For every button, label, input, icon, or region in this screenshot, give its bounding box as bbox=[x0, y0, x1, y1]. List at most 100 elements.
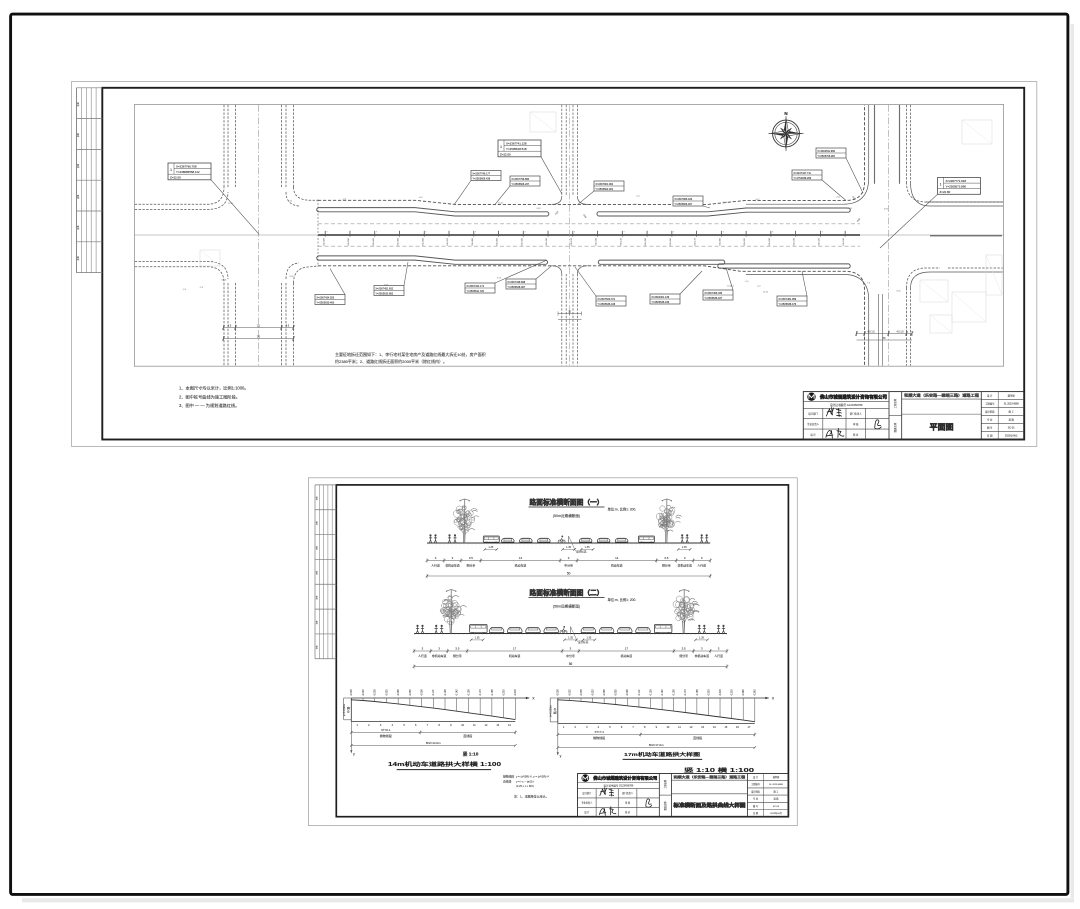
svg-text:12: 12 bbox=[690, 726, 693, 729]
svg-text:-0.218: -0.218 bbox=[515, 689, 517, 696]
svg-text:会签: 会签 bbox=[76, 256, 80, 260]
svg-text:3: 3 bbox=[684, 556, 686, 560]
svg-text:龚甲原: 龚甲原 bbox=[1008, 394, 1016, 398]
svg-text:X=2367901.962: X=2367901.962 bbox=[595, 183, 613, 186]
svg-text:-0.173: -0.173 bbox=[480, 689, 482, 696]
svg-text:5: 5 bbox=[403, 724, 405, 727]
svg-text:y: y bbox=[560, 754, 562, 758]
svg-text:x5.2: x5.2 bbox=[836, 197, 841, 199]
svg-text:K0+040: K0+040 bbox=[373, 237, 375, 245]
svg-text:-0.158: -0.158 bbox=[468, 689, 470, 696]
svg-text:Y=2505636.187: Y=2505636.187 bbox=[704, 297, 722, 300]
svg-text:佛山市城规建筑设计咨询有限公司: 佛山市城规建筑设计咨询有限公司 bbox=[592, 775, 657, 782]
svg-text:x5.2: x5.2 bbox=[755, 199, 760, 201]
svg-text:中 路: 中 路 bbox=[346, 707, 351, 714]
svg-text:Y=2505632.862: Y=2505632.862 bbox=[375, 293, 393, 296]
svg-text:机动车道: 机动车道 bbox=[515, 563, 527, 568]
svg-text:3: 3 bbox=[452, 556, 454, 560]
svg-text:Y=2505606.438: Y=2505606.438 bbox=[472, 178, 490, 181]
svg-text:侧分带: 侧分带 bbox=[662, 563, 671, 568]
svg-text:17m机动车道路拱大样图: 17m机动车道路拱大样图 bbox=[624, 751, 700, 758]
svg-text:X=2367466.335: X=2367466.335 bbox=[704, 292, 722, 295]
svg-text:K0+060: K0+060 bbox=[422, 237, 424, 245]
svg-text:3: 3 bbox=[718, 647, 720, 651]
svg-text:1: 1 bbox=[356, 724, 358, 727]
svg-text:50: 50 bbox=[567, 572, 571, 576]
svg-text:1.35: 1.35 bbox=[699, 637, 704, 640]
svg-text:X=2367741.128: X=2367741.128 bbox=[506, 142, 527, 146]
svg-text:中分带: 中分带 bbox=[566, 653, 575, 658]
svg-text:设 计: 设 计 bbox=[584, 810, 590, 814]
svg-text:R18: R18 bbox=[582, 214, 587, 219]
svg-text:和顺大道（乐安路—雅瑶三路）道路工程: 和顺大道（乐安路—雅瑶三路）道路工程 bbox=[674, 774, 745, 779]
svg-text:10: 10 bbox=[666, 726, 669, 729]
svg-text:单位:m, 比例1: 200.: 单位:m, 比例1: 200. bbox=[608, 597, 637, 602]
svg-text:审 核: 审 核 bbox=[625, 801, 631, 805]
svg-text:13: 13 bbox=[701, 726, 704, 729]
svg-text:K0+050: K0+050 bbox=[398, 237, 400, 245]
svg-text:-0.008: -0.008 bbox=[351, 689, 353, 696]
svg-text:XT=7.4: XT=7.4 bbox=[594, 730, 604, 734]
svg-text:x5.2: x5.2 bbox=[633, 204, 638, 206]
svg-text:K0+090: K0+090 bbox=[497, 237, 499, 245]
svg-text:K0+160: K0+160 bbox=[670, 237, 672, 245]
svg-text:K0+230: K0+230 bbox=[843, 237, 845, 245]
svg-text:K0+150: K0+150 bbox=[645, 237, 647, 245]
svg-text:4.5 1.5: 4.5 1.5 bbox=[867, 331, 875, 333]
svg-text:-2.4: -2.4 bbox=[199, 287, 203, 289]
svg-text:1.35: 1.35 bbox=[568, 637, 573, 640]
svg-text:Y=2505636.199: Y=2505636.199 bbox=[651, 301, 669, 304]
svg-text:设计阶段: 设计阶段 bbox=[985, 410, 995, 414]
svg-text:Z=22.00: Z=22.00 bbox=[170, 176, 181, 180]
svg-text:龚甲原: 龚甲原 bbox=[773, 775, 780, 779]
svg-text:-0.248: -0.248 bbox=[743, 689, 745, 696]
svg-text:人行道: 人行道 bbox=[714, 653, 723, 658]
svg-text:14: 14 bbox=[508, 724, 511, 727]
svg-text:10: 10 bbox=[461, 724, 464, 727]
svg-text:-2.4: -2.4 bbox=[730, 285, 734, 287]
svg-text:约2380平米；2、道路红线拆迁面积约2000平米（除红线内: 约2380平米；2、道路红线拆迁面积约2000平米（除红线内）。 bbox=[335, 358, 447, 364]
svg-text:Y=2505672.890: Y=2505672.890 bbox=[946, 185, 967, 189]
svg-text:人行道: 人行道 bbox=[697, 563, 706, 568]
svg-text:1.35: 1.35 bbox=[682, 546, 687, 549]
svg-text:56: 56 bbox=[569, 662, 573, 666]
svg-text:图 号: 图 号 bbox=[753, 804, 759, 808]
svg-text:中分带: 中分带 bbox=[564, 563, 573, 568]
svg-text:3: 3 bbox=[701, 647, 703, 651]
svg-text:非机动车道: 非机动车道 bbox=[432, 653, 447, 658]
svg-text:2023年04月: 2023年04月 bbox=[1005, 434, 1018, 438]
svg-text:X=4302511.969: X=4302511.969 bbox=[817, 150, 835, 153]
svg-text:6: 6 bbox=[415, 724, 417, 727]
svg-text:X=4247447.711: X=4247447.711 bbox=[793, 172, 811, 175]
svg-text:单位:m, 比例1: 200.: 单位:m, 比例1: 200. bbox=[608, 507, 637, 512]
svg-text:12.41: 12.41 bbox=[498, 203, 504, 205]
svg-text:R16: R16 bbox=[851, 196, 856, 201]
svg-text:非机动车道: 非机动车道 bbox=[695, 653, 710, 658]
svg-text:3: 3 bbox=[570, 647, 572, 651]
svg-text:-0.083: -0.083 bbox=[616, 689, 618, 696]
svg-text:人行道: 人行道 bbox=[418, 653, 427, 658]
svg-text:8.15: 8.15 bbox=[288, 201, 293, 203]
svg-text:-0.188: -0.188 bbox=[492, 689, 494, 696]
svg-text:2023年04月: 2023年04月 bbox=[770, 811, 782, 815]
svg-text:校 对: 校 对 bbox=[625, 810, 631, 814]
svg-text:X=2367520.371: X=2367520.371 bbox=[597, 298, 615, 301]
svg-text:直线段: 直线段 bbox=[693, 735, 702, 740]
svg-text:专业负责人: 专业负责人 bbox=[581, 801, 593, 805]
svg-text:图 号: 图 号 bbox=[987, 426, 993, 430]
svg-text:y = (x²/2R)·i², y = (x²/2R)·i: y = (x²/2R)·i², y = (x²/2R)·i² bbox=[516, 775, 549, 779]
svg-text:图纸名称: 图纸名称 bbox=[663, 801, 667, 811]
svg-text:会签: 会签 bbox=[315, 596, 319, 600]
svg-text:和顺大道（乐安路—雅瑶三路）道路工程: 和顺大道（乐安路—雅瑶三路）道路工程 bbox=[904, 393, 980, 398]
svg-text:13: 13 bbox=[496, 724, 499, 727]
svg-text:SC-01: SC-01 bbox=[1008, 427, 1015, 430]
svg-text:1.35: 1.35 bbox=[566, 546, 571, 549]
svg-text:Y=2505636.108: Y=2505636.108 bbox=[597, 303, 615, 306]
svg-text:3: 3 bbox=[435, 556, 437, 560]
svg-text:14: 14 bbox=[519, 556, 523, 560]
svg-text:-0.038: -0.038 bbox=[581, 689, 583, 696]
svg-text:4.5: 4.5 bbox=[228, 324, 232, 327]
svg-text:设计标高: 设计标高 bbox=[576, 549, 587, 553]
svg-text:-0.143: -0.143 bbox=[662, 689, 664, 696]
svg-text:X=2367434.553: X=2367434.553 bbox=[316, 297, 334, 300]
